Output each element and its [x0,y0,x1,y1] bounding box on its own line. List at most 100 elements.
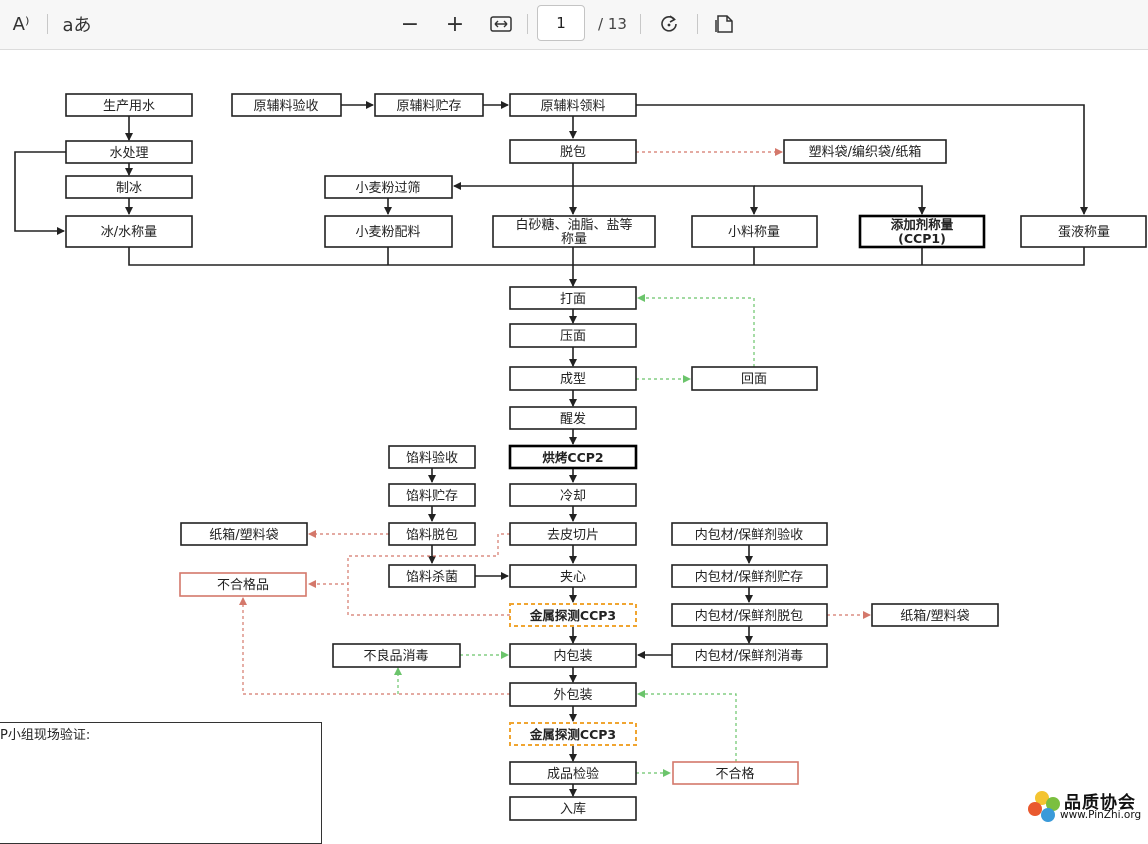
toolbar-divider [697,14,698,34]
node-label: 纸箱/塑料袋 [209,527,278,543]
zoom-in-icon[interactable]: + [445,11,465,37]
node-label: 脱包 [560,145,586,160]
edge [14,151,66,235]
node-neibaozhuang: 内包装 [509,643,637,668]
page-number-input[interactable] [537,5,585,41]
node-label: 成品检验 [547,766,599,782]
node-zhixiang-right: 纸箱/塑料袋 [871,603,999,627]
node-tianjiaji-ccp1: 添加剂称量(CCP1) [858,214,986,249]
edge [347,584,510,616]
pinzhi-logo-icon [1028,791,1060,822]
node-zhibing: 制冰 [65,175,193,199]
edge [239,597,510,695]
node-label: 打面 [560,292,586,307]
node-label: 制冰 [116,181,142,196]
pdf-toolbar: A⁾ aあ − + / 13 [0,0,1148,50]
node-label: 称量 [561,232,587,247]
node-hongkao-ccp2: 烘烤CCP2 [508,444,638,470]
node-suliaodai: 塑料袋/编织袋/纸箱 [783,139,947,164]
node-label: 内包材/保鲜剂消毒 [695,648,803,664]
node-chengxing: 成型 [509,366,637,391]
toolbar-divider [640,14,641,34]
node-xianliao-yanshou: 馅料验收 [388,445,476,469]
node-label: 金属探测CCP3 [529,608,616,623]
node-neibaocai-xiaodu: 内包材/保鲜剂消毒 [671,643,828,668]
node-label: 冷却 [560,489,586,504]
node-xiaomaifen-guoshai: 小麦粉过筛 [324,175,453,199]
node-label: 馅料脱包 [406,528,458,543]
node-label: 入库 [560,801,586,817]
node-danye-chengliang: 蛋液称量 [1020,215,1147,248]
node-label: 原辅料领料 [540,99,605,114]
node-label: 馅料杀菌 [406,570,458,585]
verification-box [0,722,322,844]
edge [128,247,1085,266]
node-label: 水处理 [109,146,148,161]
node-tuobao: 脱包 [509,139,637,164]
node-buliangpin-xiaodu: 不良品消毒 [332,643,461,668]
node-label: 金属探测CCP3 [529,727,616,742]
node-xiaoliao-chengliang: 小料称量 [691,215,818,248]
node-label: 纸箱/塑料袋 [900,608,969,624]
node-xianliao-shajun: 馅料杀菌 [388,564,476,588]
node-neibaocai-tuobao: 内包材/保鲜剂脱包 [671,603,828,627]
node-lengque: 冷却 [509,483,637,507]
node-bing-shui-chengliang: 冰/水称量 [65,215,193,248]
node-label: 原辅料贮存 [396,99,461,114]
node-label: 馅料验收 [406,450,458,466]
node-label: 内包材/保鲜剂验收 [695,527,803,543]
node-label: 馅料贮存 [406,489,458,504]
translate-icon[interactable]: aあ [62,15,92,36]
node-damian: 打面 [509,286,637,310]
flow-nodes: 生产用水 水处理 制冰 冰/水称量 原辅料验收 原辅料贮存 原辅料领料 脱包 塑… [65,93,1147,821]
node-label: 外包装 [553,688,592,703]
edge [308,533,510,588]
node-label: 不合格品 [217,577,269,593]
node-label: 原辅料验收 [253,98,318,114]
logo-url: www.PinZhi.org [1060,809,1142,821]
edge [754,185,926,215]
node-label: 生产用水 [103,99,155,114]
read-aloud-icon[interactable]: A⁾ [12,13,30,35]
zoom-out-icon[interactable]: − [400,11,420,37]
node-label: 成型 [560,372,586,387]
node-neibaocai-zhucun: 内包材/保鲜剂贮存 [671,564,828,588]
node-yuanfuliao-yanshou: 原辅料验收 [231,93,342,117]
rotate-icon[interactable] [654,8,684,40]
node-shui-chuli: 水处理 [65,140,193,164]
node-jinshu-ccp3-2: 金属探测CCP3 [509,722,637,746]
node-label: 小麦粉配料 [355,225,420,240]
node-label: 冰/水称量 [101,225,157,240]
node-label: 小麦粉过筛 [355,181,420,196]
node-label: 不合格 [715,766,754,782]
haccp-flowchart: 生产用水 水处理 制冰 冰/水称量 原辅料验收 原辅料贮存 原辅料领料 脱包 塑… [14,93,1147,821]
toolbar-divider [47,14,48,34]
node-label: 内包材/保鲜剂贮存 [695,569,803,585]
node-label: 塑料袋/编织袋/纸箱 [809,144,922,160]
page-total: / 13 [598,15,627,33]
node-label: 内包装 [553,648,592,664]
node-buhege-pin: 不合格品 [179,572,307,597]
node-shengchan-yongshui: 生产用水 [65,93,193,117]
verification-label: P小组现场验证: [0,728,91,743]
node-ruku: 入库 [509,796,637,821]
node-xianliao-zhucun: 馅料贮存 [388,483,476,507]
edge [636,104,1088,215]
page-view-icon[interactable] [710,8,740,40]
node-zhixiang-left: 纸箱/塑料袋 [180,522,308,546]
node-waibaozhuang: 外包装 [509,682,637,707]
fit-width-icon[interactable] [486,8,516,40]
node-xianliao-tuobao: 馅料脱包 [388,522,476,546]
node-yuanfuliao-zhucun: 原辅料贮存 [374,93,484,117]
node-label: 夹心 [560,570,586,585]
node-jiaxin: 夹心 [509,564,637,588]
edge [637,690,737,762]
node-jinshu-ccp3-1: 金属探测CCP3 [509,603,637,627]
node-label: 去皮切片 [547,528,599,543]
toolbar-divider [527,14,528,34]
node-yamian: 压面 [509,323,637,348]
flow-edges [14,101,1088,797]
node-label: 压面 [560,329,586,344]
logo-text: 品质协会 [1064,793,1136,813]
